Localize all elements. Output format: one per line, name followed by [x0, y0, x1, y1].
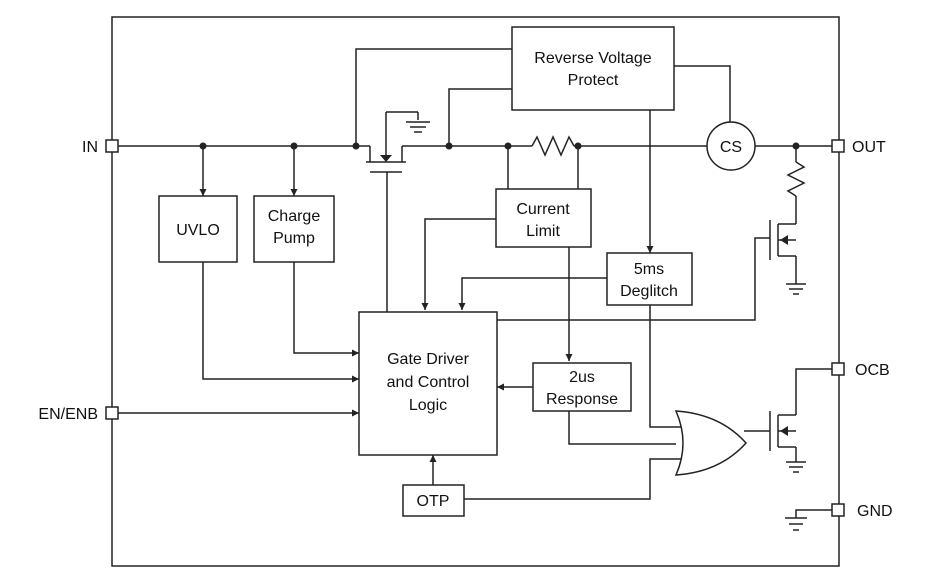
wire-deglitch-gate: [458, 277, 607, 310]
current-sense-label: CS: [720, 139, 742, 156]
wire-otp-or: [464, 458, 682, 500]
uvlo-block: [158, 195, 238, 263]
pass-mosfet: [366, 111, 430, 312]
current-limit-label: Limit: [526, 223, 560, 240]
pin-gnd-label: GND: [857, 503, 893, 520]
pin-in-label: IN: [82, 139, 98, 156]
wire-gate-discharge: [497, 237, 770, 321]
pin-in-square: [105, 139, 119, 153]
deglitch-label: 5ms: [634, 261, 664, 278]
deglitch-block: [606, 252, 693, 306]
gate-driver-block: [358, 311, 498, 456]
wire-response-or: [568, 411, 676, 445]
pin-en-label: EN/ENB: [38, 406, 98, 423]
charge-pump-label: Pump: [273, 230, 315, 247]
reverse-voltage-protect-label: Reverse Voltage: [534, 50, 652, 67]
discharge-mosfet: [769, 142, 806, 295]
current-limit-label: Current: [516, 201, 570, 218]
ground-symbol: [785, 509, 832, 531]
pin-out-square: [831, 139, 845, 153]
otp-block: [402, 484, 465, 517]
or-gate: [674, 410, 748, 476]
wire-cl-gate: [421, 218, 496, 310]
pin-en-square: [105, 406, 119, 420]
gate-driver-label: Gate Driver: [387, 351, 469, 368]
pin-ocb-square: [831, 362, 845, 376]
otp-label: OTP: [417, 493, 450, 510]
chip-outline: [111, 16, 840, 567]
pin-ocb-label: OCB: [855, 362, 890, 379]
charge-pump-block: [253, 195, 335, 263]
junction-dot: [352, 142, 360, 150]
ocb-mosfet: [744, 368, 832, 473]
uvlo-label: UVLO: [176, 222, 220, 239]
response-label: 2us: [569, 369, 595, 386]
gate-driver-label: Logic: [409, 397, 447, 414]
wire-pump-gate: [293, 262, 359, 357]
pin-gnd-square: [831, 503, 845, 517]
wire-rvp-in: [355, 48, 512, 146]
junction-dot: [445, 142, 453, 150]
wire-rvp-cs: [674, 65, 731, 124]
pin-out-label: OUT: [852, 139, 886, 156]
current-sense-block: [706, 121, 756, 171]
response-block: [532, 362, 632, 412]
wire-deglitch-or: [649, 305, 682, 428]
wire-uvlo-gate: [202, 262, 359, 383]
wire-rvp-gate: [448, 88, 512, 146]
deglitch-label: Deglitch: [620, 283, 678, 300]
charge-pump-label: Charge: [268, 208, 321, 225]
current-limit-block: [495, 188, 592, 248]
reverse-voltage-protect-block: [511, 26, 675, 111]
gate-driver-label: and Control: [387, 374, 470, 391]
reverse-voltage-protect-label: Protect: [568, 72, 619, 89]
response-label: Response: [546, 391, 618, 408]
